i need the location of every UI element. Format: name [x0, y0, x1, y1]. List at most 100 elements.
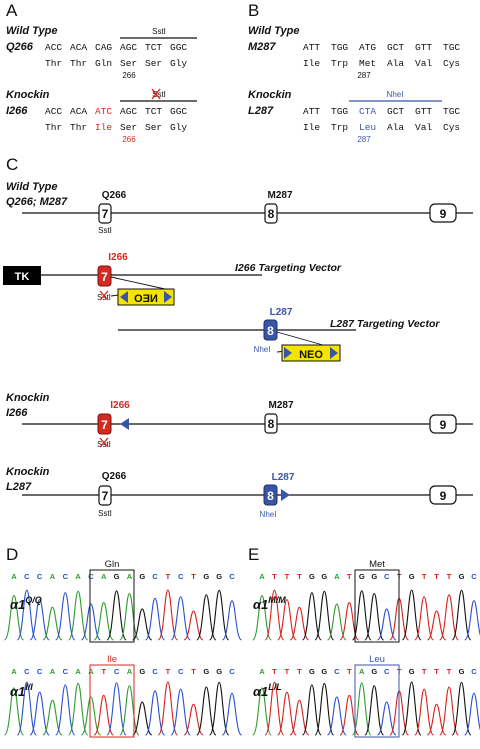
e-bot-peak-4 [301, 684, 322, 736]
d-bot-peak-11 [144, 690, 166, 736]
panel-c-i266-sst-label: SstI [97, 293, 111, 302]
d-bot-base-12: T [166, 667, 171, 676]
e-top-peak-17 [464, 600, 480, 641]
b-wt-aa-4: Val [415, 58, 432, 69]
panel-c-ki1-sst-destroyed-mark [99, 437, 109, 448]
panel-c-wt-sst-label: SstI [98, 226, 112, 235]
panel-a-ki-id: I266 [6, 105, 28, 117]
e-bot-base-5: G [321, 667, 327, 676]
panel-c-ki2-label: Knockin [6, 466, 50, 478]
d-bot-peak-5 [67, 682, 89, 736]
a-wt-codon-2: CAG [95, 42, 112, 53]
svg-text:8: 8 [268, 417, 275, 431]
b-wt-codon-0: ATT [303, 42, 320, 53]
e-top-base-16: G [459, 572, 465, 581]
panel-c-wt-exon-9: 9 [429, 203, 457, 223]
d-top-peak-11 [144, 597, 166, 641]
panel-letter-d: D [6, 545, 18, 564]
d-bot-base-6: A [88, 667, 94, 676]
panel-letter-e: E [248, 545, 259, 564]
e-top-base-1: T [272, 572, 277, 581]
e-bot-peak-6 [326, 696, 347, 736]
svg-text:NEO: NEO [299, 349, 323, 361]
e-top-base-7: T [347, 572, 352, 581]
a-wt-aa-1: Thr [70, 58, 87, 69]
panel-c-ki2-l287-label: L287 [272, 472, 295, 483]
d-bot-base-10: G [139, 667, 145, 676]
panel-letter-b: B [248, 1, 259, 20]
d-bot-base-17: C [229, 667, 235, 676]
a-ki-aa-4: Ser [145, 122, 162, 133]
panel-c-l287-vector-title: L287 Targeting Vector [330, 318, 440, 330]
e-bot-peak-13 [414, 688, 435, 736]
panel-d-top-chromatogram [3, 589, 243, 641]
panel-a-wt-position: 266 [122, 71, 136, 80]
e-top-peak-3 [289, 606, 310, 641]
b-ki-codon-5: TGC [443, 106, 460, 117]
e-top-peak-10 [377, 608, 397, 641]
panel-letter-a: A [6, 1, 18, 20]
d-bot-base-14: T [191, 667, 196, 676]
panel-c-i266-exon-7: 7 [97, 265, 112, 287]
d-top-peak-1 [16, 589, 37, 641]
panel-c-i266-vector-title: I266 Targeting Vector [235, 262, 342, 274]
panel-c-ki1-i266-label: I266 [110, 400, 130, 411]
e-top-base-2: T [285, 572, 290, 581]
b-wt-codon-1: TGG [331, 42, 348, 53]
a-ki-codon-2: ATC [95, 106, 112, 117]
svg-text:9: 9 [440, 489, 447, 503]
a-wt-codon-5: GGC [170, 42, 187, 53]
panel-c-wt-exon-8: 8 [264, 203, 278, 224]
d-top-base-7: A [101, 572, 107, 581]
b-ki-codon-0: ATT [303, 106, 320, 117]
a-ki-codon-1: ACA [70, 106, 87, 117]
d-bot-peak-12 [157, 681, 179, 736]
panel-c-wt-q266-label: Q266 [102, 190, 127, 201]
e-top-peak-5 [314, 590, 335, 641]
d-top-peak-4 [55, 592, 76, 641]
d-bot-base-2: C [37, 667, 43, 676]
e-top-peak-2 [277, 599, 297, 641]
d-bot-peak-9 [119, 685, 140, 736]
d-top-peak-17 [221, 600, 243, 641]
d-bot-peak-4 [55, 684, 76, 736]
e-top-base-13: T [422, 572, 427, 581]
panel-c-l287-label: L287 [270, 307, 293, 318]
b-ki-aa-5: Cys [443, 122, 460, 133]
d-top-peak-6 [80, 603, 102, 641]
panel-a-wt-id: Q266 [6, 41, 34, 53]
d-bot-base-13: C [178, 667, 184, 676]
e-top-peak-4 [301, 592, 322, 641]
b-ki-aa-2: Leu [359, 122, 376, 133]
b-ki-codon-1: TGG [331, 106, 348, 117]
svg-text:9: 9 [440, 418, 447, 432]
panel-c-wt-exon-7: 7 [98, 203, 112, 224]
d-bot-base-16: G [216, 667, 222, 676]
panel-a-wt-site-label: SstI [152, 27, 166, 36]
panel-e-bottom-codon-box [354, 664, 400, 738]
panel-c-ki2-nhe-label: NheI [260, 510, 277, 519]
e-bot-peak-0 [252, 687, 272, 736]
svg-text:7: 7 [101, 418, 108, 432]
e-bot-peak-2 [277, 691, 297, 736]
d-top-base-2: C [37, 572, 43, 581]
d-bot-peak-17 [221, 692, 243, 736]
e-top-base-14: T [434, 572, 439, 581]
d-bot-base-1: C [24, 667, 30, 676]
panel-c-wt-sublabel: Q266; M287 [6, 196, 68, 208]
d-bot-peak-6 [80, 696, 102, 736]
d-bot-base-11: C [152, 667, 158, 676]
d-bot-peak-14 [183, 703, 204, 736]
e-top-base-8: G [359, 572, 365, 581]
d-bot-base-3: A [50, 667, 56, 676]
panel-c-ki2-exon-9: 9 [429, 485, 457, 505]
b-wt-codon-5: TGC [443, 42, 460, 53]
panel-c-ki1-sst-label: SstI [97, 440, 111, 449]
d-top-base-9: A [127, 572, 133, 581]
